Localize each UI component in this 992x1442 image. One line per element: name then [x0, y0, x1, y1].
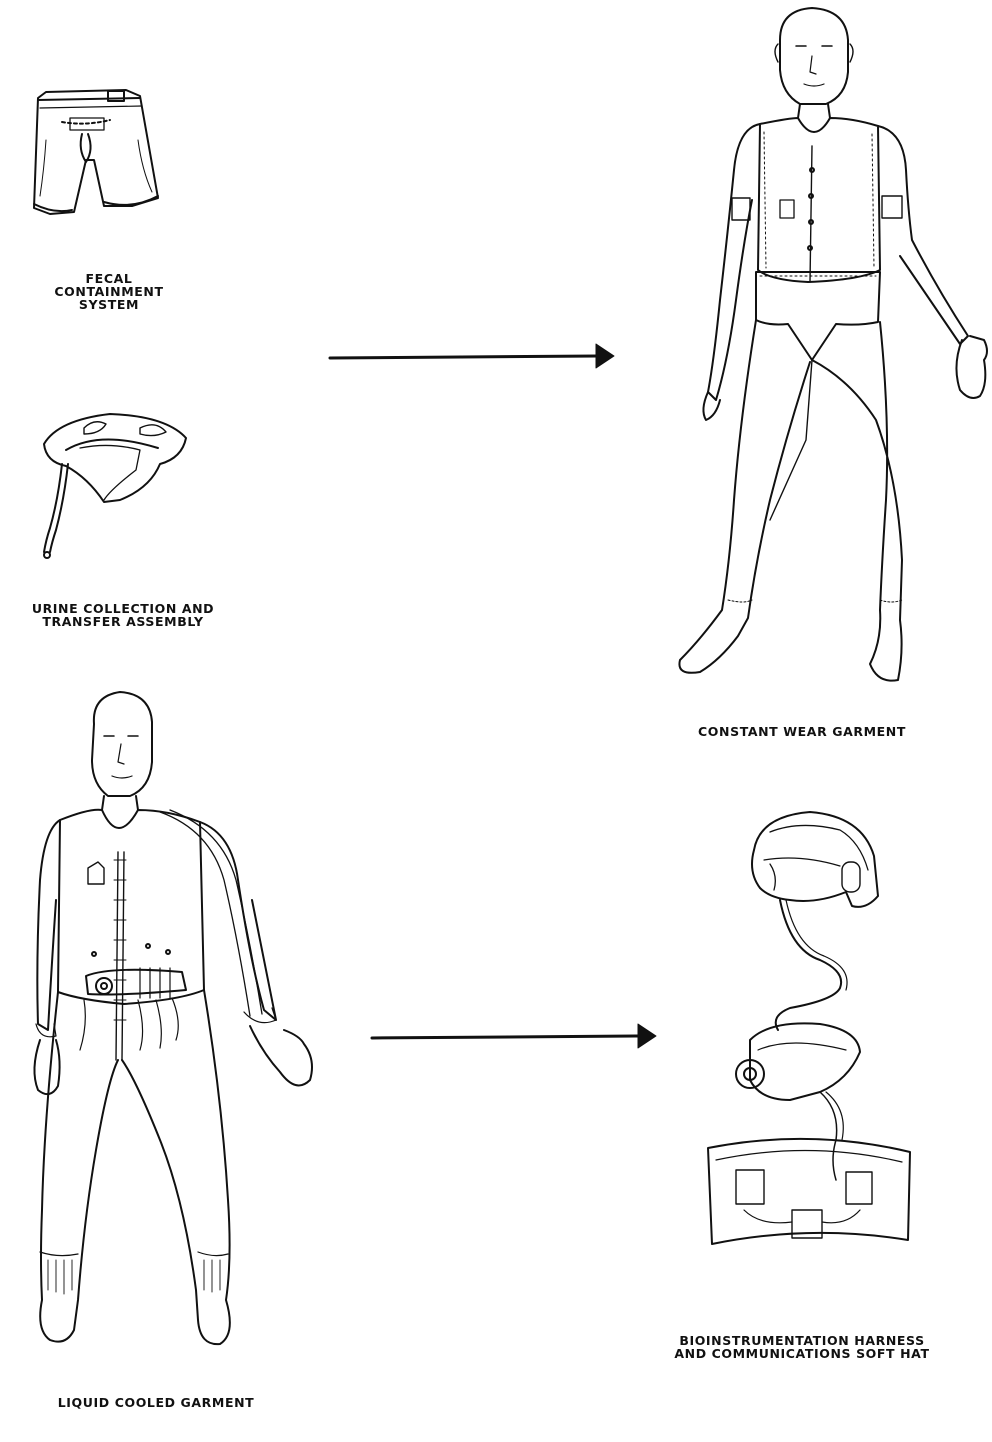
urine-collection-label: URINE COLLECTION AND TRANSFER ASSEMBLY — [8, 602, 238, 628]
constant-wear-garment-label: CONSTANT WEAR GARMENT — [672, 725, 932, 738]
arrow-to-constant-wear — [330, 344, 614, 368]
liquid-cooled-garment-illustration — [34, 692, 312, 1344]
liquid-cooled-label-line-1: LIQUID COOLED GARMENT — [36, 1396, 276, 1409]
fecal-containment-shorts-illustration — [34, 90, 158, 214]
bioinstrumentation-harness-illustration — [708, 812, 910, 1244]
constant-wear-label-line-1: CONSTANT WEAR GARMENT — [672, 725, 932, 738]
constant-wear-garment-illustration — [679, 8, 987, 681]
arrow-to-bioinstrumentation — [372, 1024, 656, 1048]
fecal-containment-label: FECAL CONTAINMENT SYSTEM — [34, 272, 184, 311]
bioinstrumentation-label: BIOINSTRUMENTATION HARNESS AND COMMUNICA… — [652, 1334, 952, 1360]
liquid-cooled-garment-label: LIQUID COOLED GARMENT — [36, 1396, 276, 1409]
urine-collection-assembly-illustration — [44, 414, 186, 558]
urine-label-line-2: TRANSFER ASSEMBLY — [8, 615, 238, 628]
bio-label-line-2: AND COMMUNICATIONS SOFT HAT — [652, 1347, 952, 1360]
fecal-label-line-3: SYSTEM — [34, 298, 184, 311]
